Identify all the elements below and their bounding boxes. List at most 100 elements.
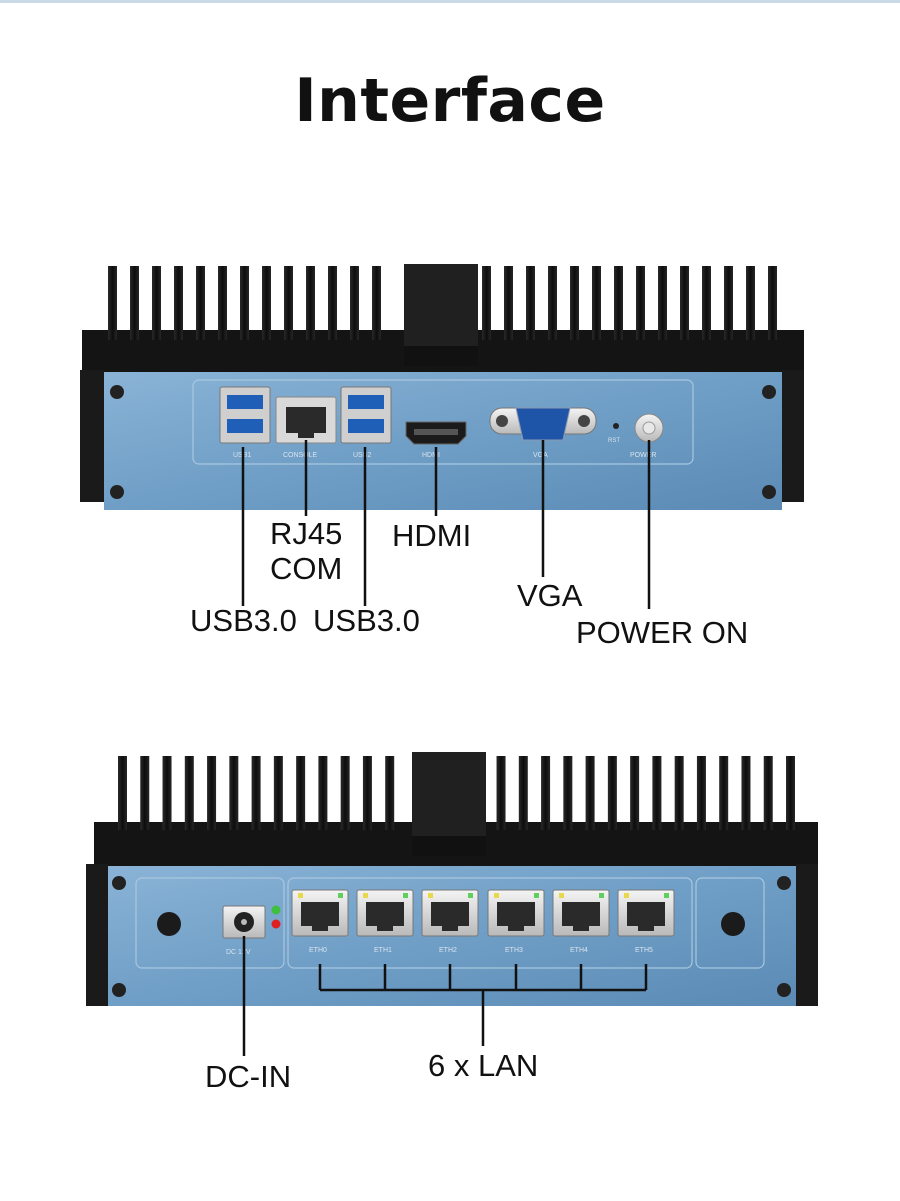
hdmi-port-icon (405, 421, 467, 445)
heatsink-fin (658, 266, 667, 340)
antenna-hole-left-icon (157, 912, 181, 936)
heatsink-fin (385, 756, 395, 830)
heatsink-fin (273, 756, 283, 830)
heatsink-fin (130, 266, 139, 340)
heatsink-fin (284, 266, 293, 340)
callout-power-on: POWER ON (576, 615, 749, 650)
front-callout-lines (241, 440, 651, 609)
heatsink-fin (108, 266, 117, 340)
heatsink-fin (763, 756, 773, 830)
vga-port-icon (489, 407, 597, 441)
usb2-port-icon (340, 386, 392, 444)
front-heatsink (80, 264, 804, 502)
heatsink-fin (585, 756, 595, 830)
heatsink-fin (592, 266, 601, 340)
heatsink-fin (526, 266, 535, 340)
front-device: USB1 CONSOLE USB2 HDMI (80, 264, 804, 609)
heatsink-fin (362, 756, 372, 830)
heatsink-fin (240, 266, 249, 340)
heatsink-fin (372, 266, 381, 340)
heatsink-fin (636, 266, 645, 340)
heatsink-fin (229, 756, 239, 830)
ethernet-port-icon (291, 889, 349, 937)
heatsink-fin (196, 266, 205, 340)
heatsink-fin (614, 266, 623, 340)
heatsink-fin (184, 756, 194, 830)
callout-dc-in: DC-IN (205, 1059, 292, 1094)
ethernet-port-label: ETH3 (505, 947, 523, 954)
callout-six-lan: 6 x LAN (428, 1048, 539, 1083)
callout-hdmi: HDMI (392, 518, 472, 553)
hdmi-port-label: HDMI (422, 452, 440, 459)
top-border-line (0, 0, 900, 3)
ethernet-port-icon (487, 889, 545, 937)
reset-label: RST (608, 438, 620, 444)
heatsink-fin (746, 266, 755, 340)
heatsink-fin (162, 756, 172, 830)
heatsink-fin (482, 266, 491, 340)
heatsink-fin (262, 266, 271, 340)
heatsink-fin (174, 266, 183, 340)
heatsink-fin (350, 266, 359, 340)
callout-usb-left: USB3.0 (190, 603, 297, 638)
ethernet-port-icon (356, 889, 414, 937)
front-panel: USB1 CONSOLE USB2 HDMI (104, 372, 782, 510)
heatsink-fin (680, 266, 689, 340)
ethernet-port-label: ETH0 (309, 947, 327, 954)
page-title: Interface (294, 66, 606, 136)
console-port-label: CONSOLE (283, 452, 318, 459)
heatsink-fin (741, 756, 751, 830)
heatsink-fin (541, 756, 551, 830)
heatsink-fin (652, 756, 662, 830)
heatsink-fin (251, 756, 261, 830)
usb2-port-label: USB2 (353, 452, 371, 459)
power-button-label: POWER (630, 452, 656, 459)
status-led-green-icon (271, 905, 281, 915)
heatsink-fin (786, 756, 795, 830)
status-led-red-icon (271, 919, 281, 929)
callout-rj45-line2: COM (270, 551, 343, 586)
heatsink-fin (318, 756, 328, 830)
ethernet-port-icon (552, 889, 610, 937)
usb1-port-icon (219, 386, 271, 444)
callout-rj45-line1: RJ45 (270, 516, 343, 551)
heatsink-fin (719, 756, 729, 830)
ethernet-port-label: ETH4 (570, 947, 588, 954)
reset-button-icon (613, 423, 619, 429)
heatsink-fin (140, 756, 150, 830)
antenna-hole-right-icon (721, 912, 745, 936)
rear-callout-lines (242, 936, 648, 1056)
heatsink-fin (306, 266, 315, 340)
ethernet-port-icon (421, 889, 479, 937)
ethernet-port-icon (617, 889, 675, 937)
heatsink-fin (630, 756, 640, 830)
rear-device: DC 12V ETH0 ETH1 ETH2 ETH3 ETH4 ETH5 (86, 752, 818, 1056)
heatsink-fin (152, 266, 161, 340)
callout-usb-right: USB3.0 (313, 603, 420, 638)
heatsink-fin (548, 266, 557, 340)
heatsink-fin (696, 756, 706, 830)
ethernet-port-label: ETH2 (439, 947, 457, 954)
heatsink-fin (340, 756, 350, 830)
heatsink-fin (504, 266, 513, 340)
heatsink-fin (518, 756, 528, 830)
heatsink-fin (570, 266, 579, 340)
heatsink-fin (702, 266, 711, 340)
dc-jack-label: DC 12V (226, 949, 251, 956)
ethernet-port-label: ETH5 (635, 947, 653, 954)
heatsink-fin (207, 756, 217, 830)
heatsink-fin (328, 266, 337, 340)
heatsink-fin (118, 756, 127, 830)
heatsink-fin (218, 266, 227, 340)
dc-jack-icon (222, 905, 266, 939)
ethernet-port-label: ETH1 (374, 947, 392, 954)
heatsink-fin (496, 756, 506, 830)
heatsink-fin (724, 266, 733, 340)
callout-vga: VGA (517, 578, 583, 613)
console-port-icon (275, 396, 337, 444)
rear-panel: DC 12V ETH0 ETH1 ETH2 ETH3 ETH4 ETH5 (108, 866, 796, 1006)
heatsink-fin (674, 756, 684, 830)
heatsink-fin (607, 756, 617, 830)
heatsink-fin (563, 756, 573, 830)
